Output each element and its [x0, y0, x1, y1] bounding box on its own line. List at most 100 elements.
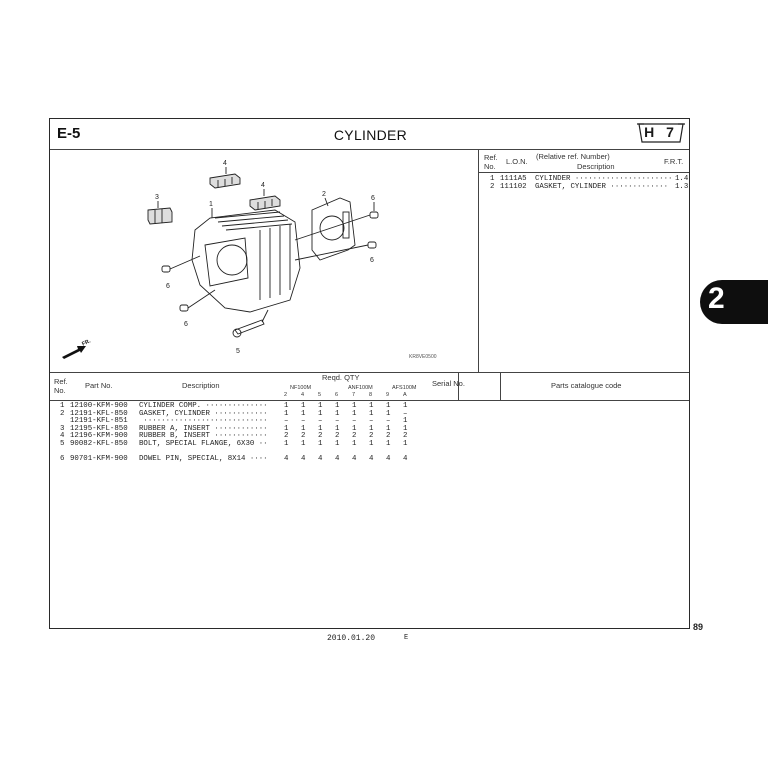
cylinder-diagram-icon: 4 4 3 1 2 6 6 6 6 5	[62, 160, 379, 359]
frt-relative-label: (Relative ref. Number)	[536, 152, 610, 161]
qty-cell: –	[301, 417, 306, 425]
qty-cell: 1	[403, 402, 408, 410]
frt-ref: 1	[490, 175, 495, 183]
diagram-table-divider	[50, 372, 689, 373]
qty-cell: 1	[301, 402, 306, 410]
qty-cell: 1	[335, 402, 340, 410]
qty-cell: 1	[386, 409, 391, 418]
part-description: DOWEL PIN, SPECIAL, 8X14 ····	[139, 455, 268, 463]
part-description: GASKET, CYLINDER ············	[139, 409, 268, 418]
part-number: 90082-KFL-850	[70, 439, 128, 448]
frt-lon: 1111A5	[500, 175, 527, 183]
callout-4: 4	[261, 182, 265, 189]
frt-no-label: No.	[484, 162, 496, 171]
panel-divider	[478, 149, 479, 372]
qty-col-header: 4	[301, 392, 305, 398]
qty-cell: 1	[403, 424, 408, 433]
qty-col-header: 7	[352, 392, 356, 398]
model-group-nf100m: NF100M	[290, 385, 312, 391]
qty-cell: 1	[352, 424, 357, 433]
frt-label: F.R.T.	[664, 157, 684, 166]
no-label: No.	[54, 386, 66, 395]
qty-cell: 1	[369, 439, 374, 448]
part-description: RUBBER B, INSERT ············	[139, 432, 268, 440]
qty-cell: 1	[318, 424, 323, 433]
part-number: 12100-KFM-900	[70, 402, 128, 410]
qty-cell: 4	[352, 455, 357, 463]
qty-cell: 1	[284, 402, 289, 410]
qty-col-header: 6	[335, 392, 339, 398]
qty-cell: 1	[284, 439, 289, 448]
ref-number: 6	[60, 455, 65, 463]
qty-cell: 1	[335, 424, 340, 433]
frt-lon-label: L.O.N.	[506, 157, 528, 166]
header-divider	[50, 149, 689, 150]
callout-4: 4	[223, 160, 227, 167]
qty-cell: 1	[335, 409, 340, 418]
qty-cell: –	[369, 417, 374, 425]
qty-cell: 2	[301, 432, 306, 440]
qty-serial-divider	[458, 372, 459, 400]
catalogue-page-frame: E-5 CYLINDER H 7 Ref. No. L.O.N. (Relati…	[49, 118, 690, 629]
qty-cell: 1	[335, 439, 340, 448]
qty-cell: 4	[335, 455, 340, 463]
part-number: 12191-KFL-851	[70, 417, 128, 425]
callout-6: 6	[166, 283, 170, 290]
qty-cell: 1	[352, 402, 357, 410]
callout-5: 5	[236, 348, 240, 355]
part-description: BOLT, SPECIAL FLANGE, 6X30 ··	[139, 439, 268, 448]
qty-cell: –	[352, 417, 357, 425]
qty-cell: 2	[284, 432, 289, 440]
part-description: RUBBER A, INSERT ············	[139, 424, 268, 433]
qty-cell: 1	[301, 409, 306, 418]
ref-label: Ref.	[54, 377, 68, 386]
frt-description: GASKET, CYLINDER ·············	[535, 183, 669, 191]
qty-cell: 1	[352, 409, 357, 418]
qty-cell: 1	[403, 417, 408, 425]
qty-cell: 1	[369, 409, 374, 418]
ref-number: 3	[60, 424, 65, 433]
qty-cell: 4	[403, 455, 408, 463]
frt-ref-label: Ref.	[484, 153, 498, 162]
table-header-divider	[50, 400, 689, 401]
page-number: 89	[693, 622, 704, 632]
part-description: ····························	[139, 417, 268, 425]
qty-cell: 1	[284, 424, 289, 433]
part-number: 12191-KFL-850	[70, 409, 128, 418]
callout-2: 2	[322, 191, 326, 198]
qty-cell: 2	[369, 432, 374, 440]
qty-cell: –	[335, 417, 340, 425]
qty-col-header: A	[403, 392, 407, 398]
part-number: 12195-KFL-850	[70, 424, 128, 433]
description-label: Description	[182, 381, 220, 390]
frt-description-label: Description	[577, 162, 615, 171]
part-description: CYLINDER COMP. ··············	[139, 402, 268, 410]
frt-value: 1.3	[675, 183, 689, 191]
qty-cell: 2	[386, 432, 391, 440]
catalogue-code-label: Parts catalogue code	[551, 381, 622, 390]
reqd-qty-label: Reqd. QTY	[322, 373, 360, 382]
qty-cell: 1	[301, 439, 306, 448]
ref-number: 5	[60, 439, 65, 448]
qty-cell: 4	[369, 455, 374, 463]
qty-cell: –	[386, 417, 391, 425]
qty-cell: –	[318, 417, 323, 425]
qty-cell: 4	[301, 455, 306, 463]
section-tab[interactable]: 2	[700, 280, 768, 324]
callout-6: 6	[371, 195, 375, 202]
qty-cell: –	[284, 417, 289, 425]
figure-code: KR8VE0500	[409, 354, 437, 360]
qty-cell: 1	[301, 424, 306, 433]
qty-cell: 2	[352, 432, 357, 440]
qty-cell: 1	[318, 439, 323, 448]
ref-number: 4	[60, 432, 65, 440]
qty-cell: –	[403, 409, 408, 418]
model-group-anf100m: ANF100M	[348, 385, 373, 391]
frt-ref: 2	[490, 183, 495, 191]
qty-col-header: 8	[369, 392, 373, 398]
frt-header-divider	[479, 172, 689, 173]
front-arrow-icon	[62, 346, 86, 359]
qty-cell: 4	[386, 455, 391, 463]
qty-cell: 1	[352, 439, 357, 448]
frt-value: 1.4	[675, 175, 689, 183]
